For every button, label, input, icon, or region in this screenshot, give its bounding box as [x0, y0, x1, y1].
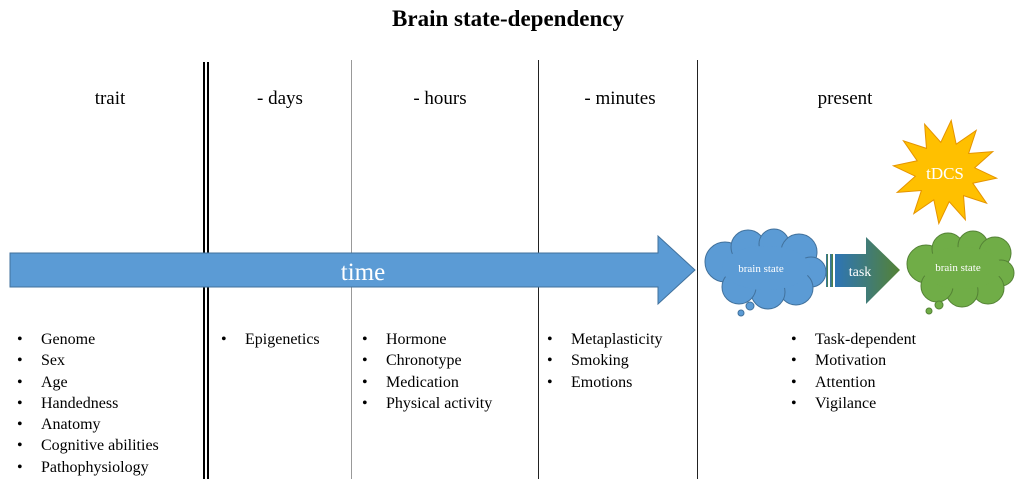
column-header-minutes: - minutes — [584, 88, 656, 109]
list-item: Attention — [788, 372, 916, 394]
brain-state-label-right: brain state — [935, 262, 981, 274]
list-item: Sex — [14, 350, 159, 372]
list-item: Motivation — [788, 350, 916, 372]
list-item: Medication — [359, 372, 492, 394]
list-item: Chronotype — [359, 350, 492, 372]
task-arrow: task — [826, 237, 900, 304]
list-item: Vigilance — [788, 393, 916, 415]
present-list: Task-dependent Motivation Attention Vigi… — [788, 329, 916, 414]
list-item: Task-dependent — [788, 329, 916, 351]
list-item: Epigenetics — [218, 329, 320, 351]
list-item: Age — [14, 372, 159, 394]
list-item: Metaplasticity — [544, 329, 663, 351]
time-label: time — [341, 259, 385, 286]
column-divider-present — [697, 60, 698, 479]
diagram-title: Brain state-dependency — [392, 6, 624, 31]
brain-state-label-left: brain state — [738, 263, 784, 275]
time-arrow: time — [9, 234, 696, 306]
list-item: Handedness — [14, 393, 159, 415]
brain-state-cloud-right: brain state — [906, 230, 1015, 315]
list-item: Anatomy — [14, 414, 159, 436]
list-item: Physical activity — [359, 393, 492, 415]
tdcs-label: tDCS — [926, 164, 964, 183]
list-item: Pathophysiology — [14, 457, 159, 479]
column-header-trait: trait — [94, 88, 126, 109]
days-list: Epigenetics — [218, 329, 320, 351]
list-item: Hormone — [359, 329, 492, 351]
list-item: Smoking — [544, 350, 663, 372]
trait-list: Genome Sex Age Handedness Anatomy Cognit… — [14, 329, 159, 478]
tdcs-starburst: tDCS — [891, 118, 999, 226]
column-header-hours: - hours — [413, 88, 467, 109]
list-item: Emotions — [544, 372, 663, 394]
list-item: Genome — [14, 329, 159, 351]
list-item: Cognitive abilities — [14, 435, 159, 457]
hours-list: Hormone Chronotype Medication Physical a… — [359, 329, 492, 414]
column-header-days: - days — [257, 88, 303, 109]
column-header-present: present — [817, 88, 873, 109]
brain-state-cloud-left: brain state — [704, 228, 827, 317]
task-label: task — [849, 265, 872, 280]
minutes-list: Metaplasticity Smoking Emotions — [544, 329, 663, 393]
